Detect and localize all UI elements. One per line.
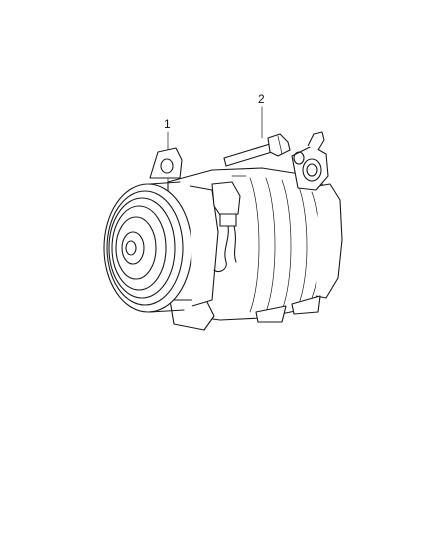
callout-label-1: 1 (164, 117, 171, 131)
pulley-groove (106, 190, 184, 306)
lower-mount-foot (255, 305, 287, 323)
wire-harness (213, 225, 229, 273)
bolt-shank (223, 143, 273, 167)
port-opening-inner (306, 163, 318, 177)
housing-rib (249, 177, 260, 313)
clutch-plate (115, 216, 157, 280)
front-bracket (189, 185, 219, 307)
clutch-hub (121, 231, 145, 265)
bolt-head (267, 133, 291, 157)
rear-cover (315, 183, 343, 299)
bolt-head-edge (277, 135, 283, 155)
clutch-bolt (125, 240, 137, 256)
wire-harness (233, 225, 237, 263)
pulley-groove (108, 197, 176, 299)
lower-mount-foot (291, 295, 321, 315)
port-mount-hole (293, 151, 305, 165)
pulley-edge (149, 181, 181, 185)
upper-mount-ear (149, 147, 183, 179)
pulley-edge (149, 309, 185, 313)
housing-rib (297, 183, 308, 307)
compressor (103, 131, 343, 331)
callout-label-2: 2 (258, 92, 265, 106)
pulley-groove (111, 205, 167, 291)
connector-clip (219, 213, 237, 227)
bolt (223, 133, 291, 167)
housing-rib (265, 177, 276, 313)
electrical-connector (211, 181, 241, 219)
upper-mount-hole (160, 158, 174, 174)
port-stud (307, 131, 325, 151)
pulley-outer (103, 183, 193, 313)
housing-rib (281, 179, 292, 311)
port-opening (302, 158, 322, 182)
